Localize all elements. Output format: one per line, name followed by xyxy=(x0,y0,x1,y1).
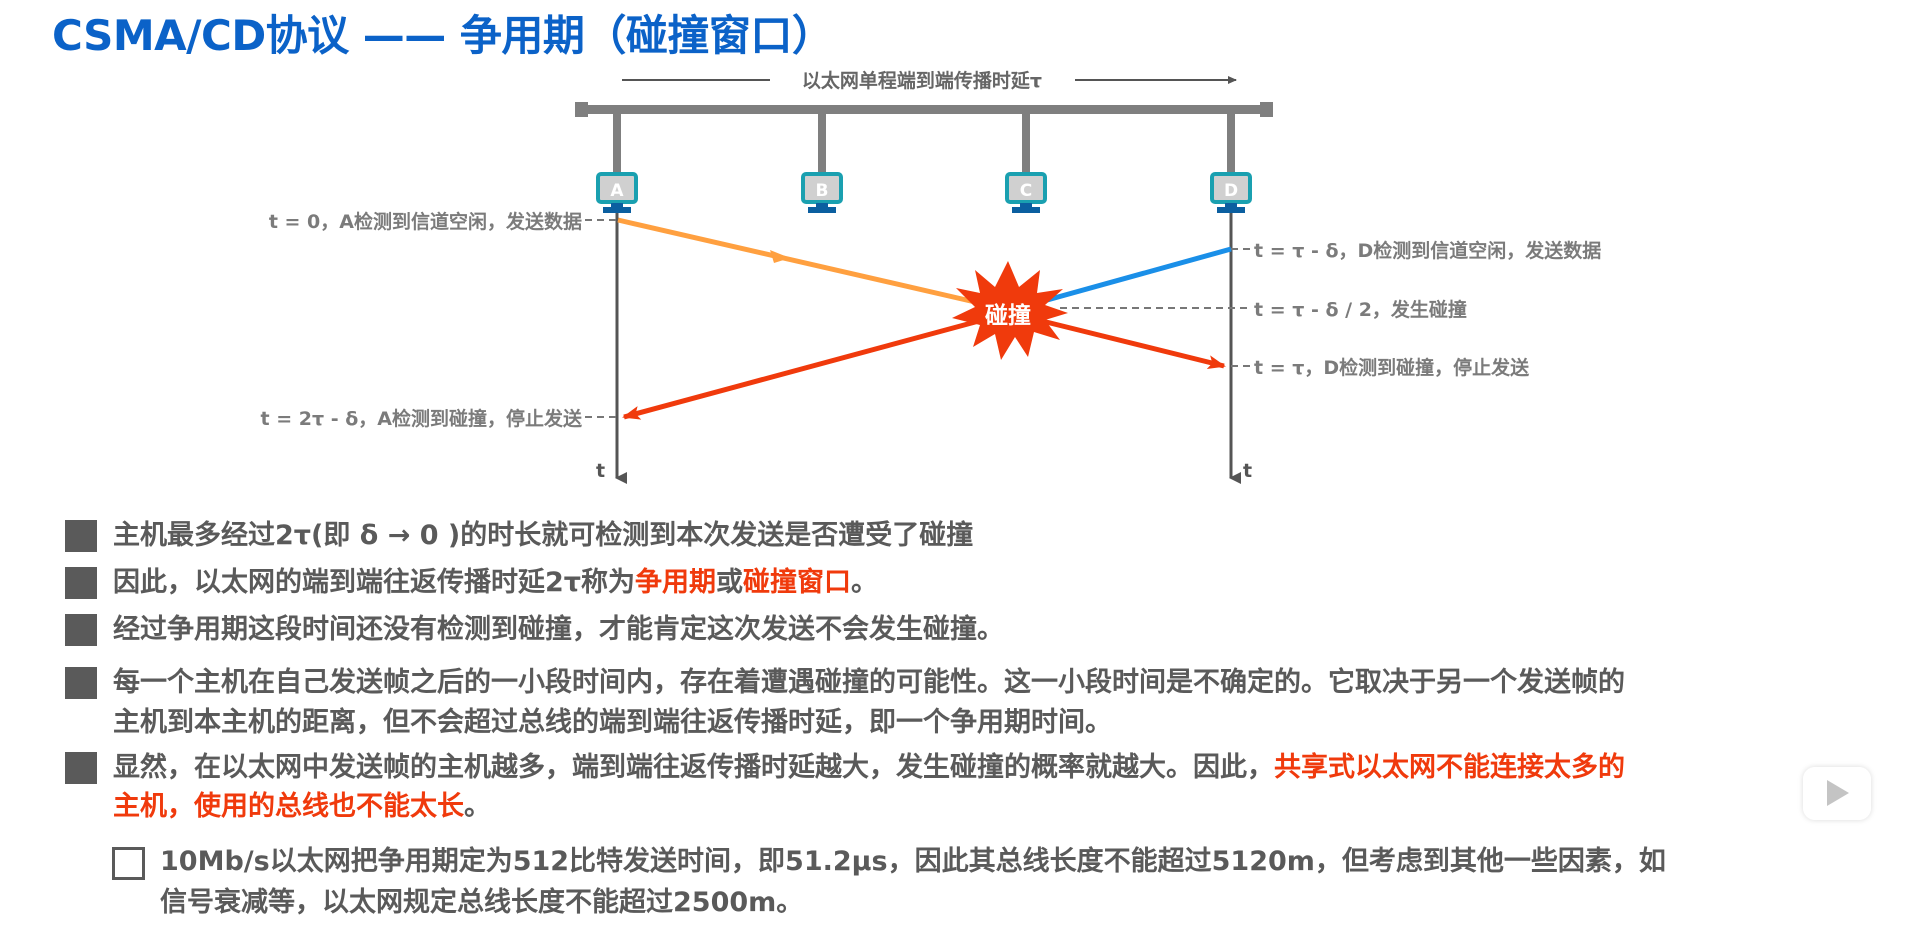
host-a-monitor-icon: A xyxy=(596,172,638,213)
time-axis-a: t xyxy=(596,213,627,484)
play-icon xyxy=(1827,780,1849,806)
collision-label: 碰撞 xyxy=(985,302,1031,329)
svg-text:B: B xyxy=(816,181,829,201)
d-signal-line xyxy=(1039,246,1232,305)
csma-cd-timing-diagram: 以太网单程端到端传播时延τ A B C D t xyxy=(261,69,1601,484)
bullet-3: 经过争用期这段时间还没有检测到碰撞，才能肯定这次发送不会发生碰撞。 xyxy=(113,614,1004,645)
bullet-square-icon xyxy=(65,752,97,784)
collision-to-a-arrow xyxy=(622,315,991,420)
video-play-button[interactable] xyxy=(1803,767,1871,820)
bullet-1: 主机最多经过2τ(即 δ → 0 )的时长就可检测到本次发送是否遭受了碰撞 xyxy=(113,520,974,551)
bullet-square-icon xyxy=(65,520,97,552)
bullet-2: 因此，以太网的端到端往返传播时延2τ称为争用期或碰撞窗口。 xyxy=(113,567,879,598)
host-d-monitor-icon: D xyxy=(1210,172,1252,213)
svg-text:t: t xyxy=(596,460,605,482)
collision-to-d-arrow xyxy=(1029,315,1226,369)
time-axis-d: t xyxy=(1229,213,1252,484)
sub-bullet-line-1: 10Mb/s以太网把争用期定为512比特发送时间，即51.2μs，因此其总线长度… xyxy=(160,846,1666,877)
bullet-square-icon xyxy=(65,614,97,646)
bullet-4-line-2: 主机到本主机的距离，但不会超过总线的端到端往返传播时延，即一个争用期时间。 xyxy=(113,707,1112,738)
bullet-square-icon xyxy=(65,667,97,699)
svg-text:t: t xyxy=(1243,460,1252,482)
propagation-delay-arrow: 以太网单程端到端传播时延τ xyxy=(622,69,1237,92)
svg-text:D: D xyxy=(1224,181,1238,201)
sub-bullet-line-2: 信号衰减等，以太网规定总线长度不能超过2500m。 xyxy=(160,887,804,918)
bullet-5-line-2: 主机，使用的总线也不能太长。 xyxy=(113,791,491,822)
bullet-square-icon xyxy=(65,567,97,599)
page-title: CSMA/CD协议 —— 争用期（碰撞窗口） xyxy=(52,11,834,60)
bullet-4-line-1: 每一个主机在自己发送帧之后的一小段时间内，存在着遭遇碰撞的可能性。这一小段时间是… xyxy=(113,667,1625,698)
label-a-send: t = 0，A检测到信道空闲，发送数据 xyxy=(269,210,582,233)
ethernet-bus xyxy=(575,102,1273,175)
label-d-detect: t = τ，D检测到碰撞，停止发送 xyxy=(1254,356,1530,379)
label-d-send: t = τ - δ，D检测到信道空闲，发送数据 xyxy=(1254,239,1601,262)
propagation-delay-label: 以太网单程端到端传播时延τ xyxy=(802,69,1042,92)
sub-bullet-checkbox-icon xyxy=(112,847,145,880)
collision-starburst-icon: 碰撞 xyxy=(952,261,1068,360)
bullet-5-line-1: 显然，在以太网中发送帧的主机越多，端到端往返传播时延越大，发生碰撞的概率就越大。… xyxy=(113,752,1625,783)
term-collision-window: 碰撞窗口 xyxy=(743,567,852,598)
host-b-monitor-icon: B xyxy=(801,172,843,213)
label-a-detect: t = 2τ - δ，A检测到碰撞，停止发送 xyxy=(261,407,583,430)
dashed-leaders xyxy=(585,219,1250,418)
svg-text:C: C xyxy=(1020,181,1032,201)
a-signal-line xyxy=(617,217,976,305)
term-contention-period: 争用期 xyxy=(635,567,717,598)
host-c-monitor-icon: C xyxy=(1005,172,1047,213)
label-collide: t = τ - δ / 2，发生碰撞 xyxy=(1254,298,1467,321)
svg-text:A: A xyxy=(610,181,624,201)
